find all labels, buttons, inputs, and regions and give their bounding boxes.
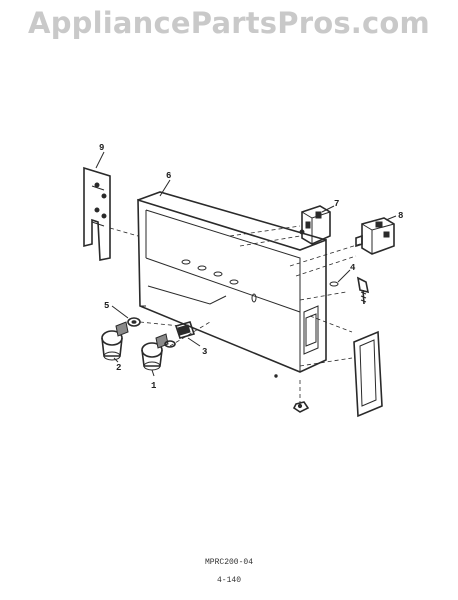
callout-2: 2 bbox=[116, 363, 121, 373]
part-5-bushing bbox=[127, 317, 141, 327]
callout-8: 8 bbox=[398, 211, 403, 221]
callout-leaders bbox=[95, 151, 397, 377]
diagram-code: MPRC200-04 bbox=[204, 558, 253, 567]
end-cap bbox=[353, 330, 383, 418]
page-number: 4-140 bbox=[216, 576, 241, 585]
callout-4: 4 bbox=[350, 263, 356, 273]
callout-6: 6 bbox=[166, 171, 171, 181]
part-8-infinite-switch bbox=[355, 217, 395, 255]
part-1-knob bbox=[141, 333, 169, 371]
callout-5: 5 bbox=[104, 301, 109, 311]
part-3-clip bbox=[164, 321, 196, 348]
nut bbox=[274, 374, 310, 413]
callout-numbers: 1 2 3 4 5 6 7 8 9 bbox=[99, 143, 403, 391]
part-9-side-bracket bbox=[83, 166, 139, 261]
leader-lines bbox=[139, 225, 361, 404]
part-6-control-panel bbox=[137, 191, 327, 373]
callout-1: 1 bbox=[151, 381, 157, 391]
part-2-knob bbox=[101, 321, 129, 361]
part-4-screw bbox=[329, 276, 370, 305]
watermark-logo: AppliancePartsPros.com bbox=[28, 6, 430, 40]
callout-9: 9 bbox=[99, 143, 104, 153]
callout-3: 3 bbox=[202, 347, 207, 357]
callout-7: 7 bbox=[334, 199, 339, 209]
part-7-switch bbox=[299, 205, 331, 245]
